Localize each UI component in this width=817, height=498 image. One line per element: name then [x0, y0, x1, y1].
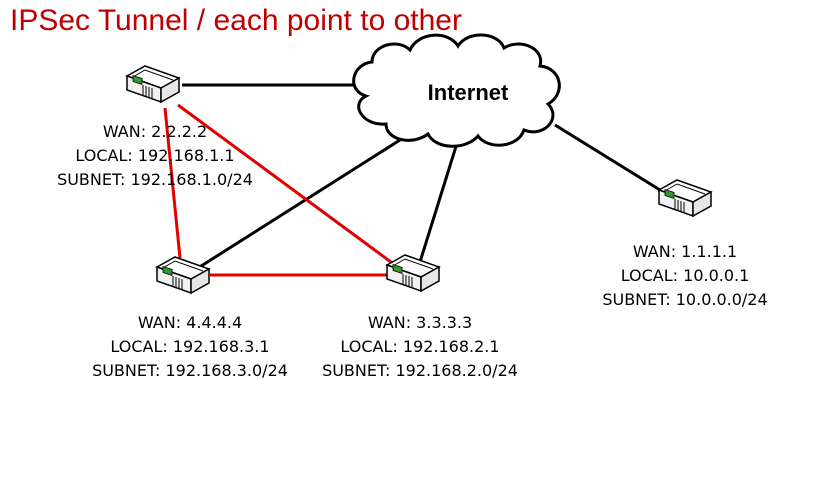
cloud-label: Internet [428, 80, 509, 105]
link-r1111-internet [554, 123, 661, 192]
wan-address: WAN: 3.3.3.3 [367, 313, 473, 332]
router-icon [156, 256, 210, 294]
wan-address: WAN: 1.1.1.1 [632, 242, 738, 261]
local-address: LOCAL: 192.168.3.1 [110, 337, 270, 356]
local-address: LOCAL: 192.168.2.1 [340, 337, 500, 356]
local-address: LOCAL: 10.0.0.1 [620, 266, 750, 285]
local-address: LOCAL: 192.168.1.1 [75, 146, 235, 165]
subnet-address: SUBNET: 192.168.1.0/24 [57, 170, 253, 189]
link-r4444-internet [197, 138, 401, 270]
router-label-r3333: WAN: 3.3.3.3 LOCAL: 192.168.2.1 SUBNET: … [290, 311, 550, 383]
diagram-title: IPSec Tunnel / each point to other [10, 4, 462, 37]
subnet-address: SUBNET: 10.0.0.0/24 [602, 290, 768, 309]
tunnel-r2222-r3333 [177, 103, 396, 267]
link-r3333-internet [418, 139, 460, 263]
router-icon [126, 65, 180, 103]
router-label-r4444: WAN: 4.4.4.4 LOCAL: 192.168.3.1 SUBNET: … [60, 311, 320, 383]
links-layer [163, 83, 661, 277]
cloud-icon [352, 33, 561, 148]
wan-address: WAN: 4.4.4.4 [137, 313, 243, 332]
wan-address: WAN: 2.2.2.2 [102, 122, 208, 141]
router-icon [386, 254, 440, 292]
subnet-address: SUBNET: 192.168.3.0/24 [92, 361, 288, 380]
router-icon [658, 179, 712, 217]
router-label-r1111: WAN: 1.1.1.1 LOCAL: 10.0.0.1 SUBNET: 10.… [565, 240, 805, 312]
router-label-r2222: WAN: 2.2.2.2 LOCAL: 192.168.1.1 SUBNET: … [30, 120, 280, 192]
tunnel-r2222-r4444 [163, 107, 182, 259]
subnet-address: SUBNET: 192.168.2.0/24 [322, 361, 518, 380]
